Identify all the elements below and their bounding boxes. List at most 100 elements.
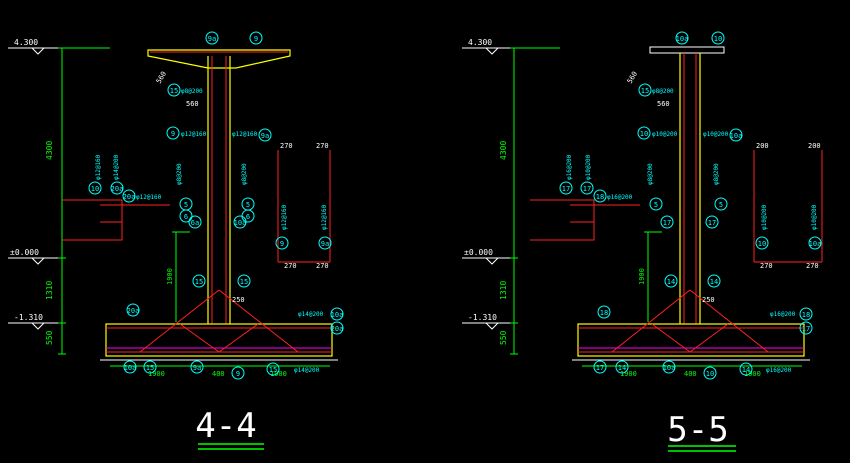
dim-height-text: 4300 <box>45 141 54 160</box>
elevation-marks-right <box>462 47 514 330</box>
note-f-r: φ8@200 <box>647 163 654 185</box>
tag-9-mid: 9 <box>171 130 175 138</box>
tag-5-r: 5 <box>246 201 250 209</box>
rebar-notes-left: φ8@200 φ12@160 φ12@160 φ12@160 φ12@160 φ… <box>95 88 328 374</box>
rebar-notes-right: φ8@200 φ10@200 φ10@200 φ16@200 φ16@200 φ… <box>566 88 818 374</box>
dim-1310-text: 1310 <box>45 281 54 300</box>
note-j: φ14@200 <box>113 154 120 180</box>
tag-10b: 10 <box>91 185 99 193</box>
elev-mid-label: ±0.000 <box>10 248 39 257</box>
dim-height-text-r: 4300 <box>499 141 508 160</box>
section-4-4: 4.300 ±0.000 -1.310 4300 1310 550 <box>8 31 344 450</box>
elev-low-label: -1.310 <box>14 313 43 322</box>
tag-17-l-r: 17 <box>663 219 671 227</box>
tag-10a-tbl-r: 10a <box>809 240 822 248</box>
note-f: φ8@200 <box>176 163 183 185</box>
tag-17-r-r: 17 <box>708 219 716 227</box>
dim-bot-left: 1900 <box>148 370 165 378</box>
note-l: φ12@160 <box>321 204 328 230</box>
tag-10-mid-r: 10 <box>640 130 648 138</box>
vertical-dimension-left <box>58 47 110 355</box>
tag-18-r: 18 <box>596 193 604 201</box>
tag-6a: 6a <box>191 219 199 227</box>
callout-labels-left: 9a 9 15 9 9a 5 5 6 6 6a 10a 10 20a 20a 1… <box>91 35 344 378</box>
tag-17a-r: 17 <box>562 185 570 193</box>
tag-17b-r: 17 <box>583 185 591 193</box>
dim-560-b-r: 560 <box>657 100 670 108</box>
elev-low-label-r: -1.310 <box>468 313 497 322</box>
rebar-table-right <box>753 150 823 263</box>
tbl-200a: 200 <box>756 142 769 150</box>
top-cap-right <box>649 46 725 54</box>
section-5-5: 4.300 ±0.000 -1.310 4300 1310 550 <box>462 31 823 452</box>
dim-550-text: 550 <box>45 330 54 345</box>
note-a: φ8@200 <box>181 88 203 95</box>
dim-bot-right-r: 1900 <box>744 370 761 378</box>
tag-9a-mid: 9a <box>261 132 269 140</box>
tag-10a-b: 10a <box>124 364 137 372</box>
elevation-marks-left <box>8 47 60 330</box>
tag-9-tbl: 9 <box>280 240 284 248</box>
base-slab-right <box>572 289 810 367</box>
tag-20a-l: 20a <box>123 193 136 201</box>
tag-14-r-r: 14 <box>710 278 718 286</box>
tag-14-br-r: 14 <box>742 366 750 374</box>
note-g-r: φ8@200 <box>713 163 720 185</box>
elev-top-label: 4.300 <box>14 38 38 47</box>
tag-14-b-r: 14 <box>618 364 626 372</box>
dim-560-a: 560 <box>155 70 168 85</box>
tbl-270a: 270 <box>280 142 293 150</box>
tbl-270a-r: 270 <box>760 262 773 270</box>
dim-550-text-r: 550 <box>499 330 508 345</box>
tag-15-top: 15 <box>170 87 178 95</box>
note-b-r: φ10@200 <box>652 131 678 138</box>
note-c-r: φ10@200 <box>703 131 729 138</box>
dim-bot-mid: 400 <box>212 370 225 378</box>
dim-560-b: 560 <box>186 100 199 108</box>
tag-5-l-r: 5 <box>654 201 658 209</box>
callout-labels-right: 10a 10 15 10 10a 5 5 17 17 17 17 18 14 1… <box>562 35 822 378</box>
callouts-right <box>559 31 822 380</box>
note-l-r: φ10@200 <box>811 204 818 230</box>
tag-10a: 10a <box>234 219 247 227</box>
note-j-r: φ10@200 <box>585 154 592 180</box>
callouts-left <box>88 31 344 380</box>
side-rebar-detail-left <box>62 199 170 241</box>
tag-18-l-r: 18 <box>600 309 608 317</box>
tag-15-r: 15 <box>240 278 248 286</box>
note-k-r: φ10@200 <box>761 204 768 230</box>
tag-10-b-r: 10 <box>706 370 714 378</box>
tag-9: 9 <box>254 35 258 43</box>
side-rebar-detail-right <box>530 199 640 241</box>
tag-5-l: 5 <box>184 201 188 209</box>
note-a-r: φ8@200 <box>652 88 674 95</box>
note-c: φ12@160 <box>232 131 258 138</box>
note-g: φ8@200 <box>241 163 248 185</box>
dim-250: 250 <box>232 296 245 304</box>
tag-15-br: 15 <box>269 366 277 374</box>
tag-18-r-r: 18 <box>802 311 810 319</box>
wall-right <box>679 53 701 324</box>
tbl-270b-r: 270 <box>806 262 819 270</box>
dim-bot-mid-r: 400 <box>684 370 697 378</box>
section-title-right: 5-5 <box>667 410 728 450</box>
dim-bot-right: 1900 <box>270 370 287 378</box>
tbl-270b: 270 <box>316 142 329 150</box>
tag-9a: 9a <box>208 35 216 43</box>
tag-15-top-r: 15 <box>641 87 649 95</box>
dim-560-a-r: 560 <box>626 70 639 85</box>
tag-6: 6 <box>184 213 188 221</box>
base-slab-left <box>100 289 338 367</box>
tbl-270d: 270 <box>316 262 329 270</box>
tag-17-r2: 17 <box>802 325 810 333</box>
note-h-r: φ16@200 <box>770 311 796 318</box>
elev-top-label-r: 4.300 <box>468 38 492 47</box>
tag-20a-r2: 20a <box>331 325 344 333</box>
tag-9-b: 9 <box>236 370 240 378</box>
note-e-r: φ16@200 <box>566 154 573 180</box>
tbl-200b: 200 <box>808 142 821 150</box>
elev-mid-label-r: ±0.000 <box>464 248 493 257</box>
tag-5-r-r: 5 <box>719 201 723 209</box>
wall-left <box>207 56 231 324</box>
